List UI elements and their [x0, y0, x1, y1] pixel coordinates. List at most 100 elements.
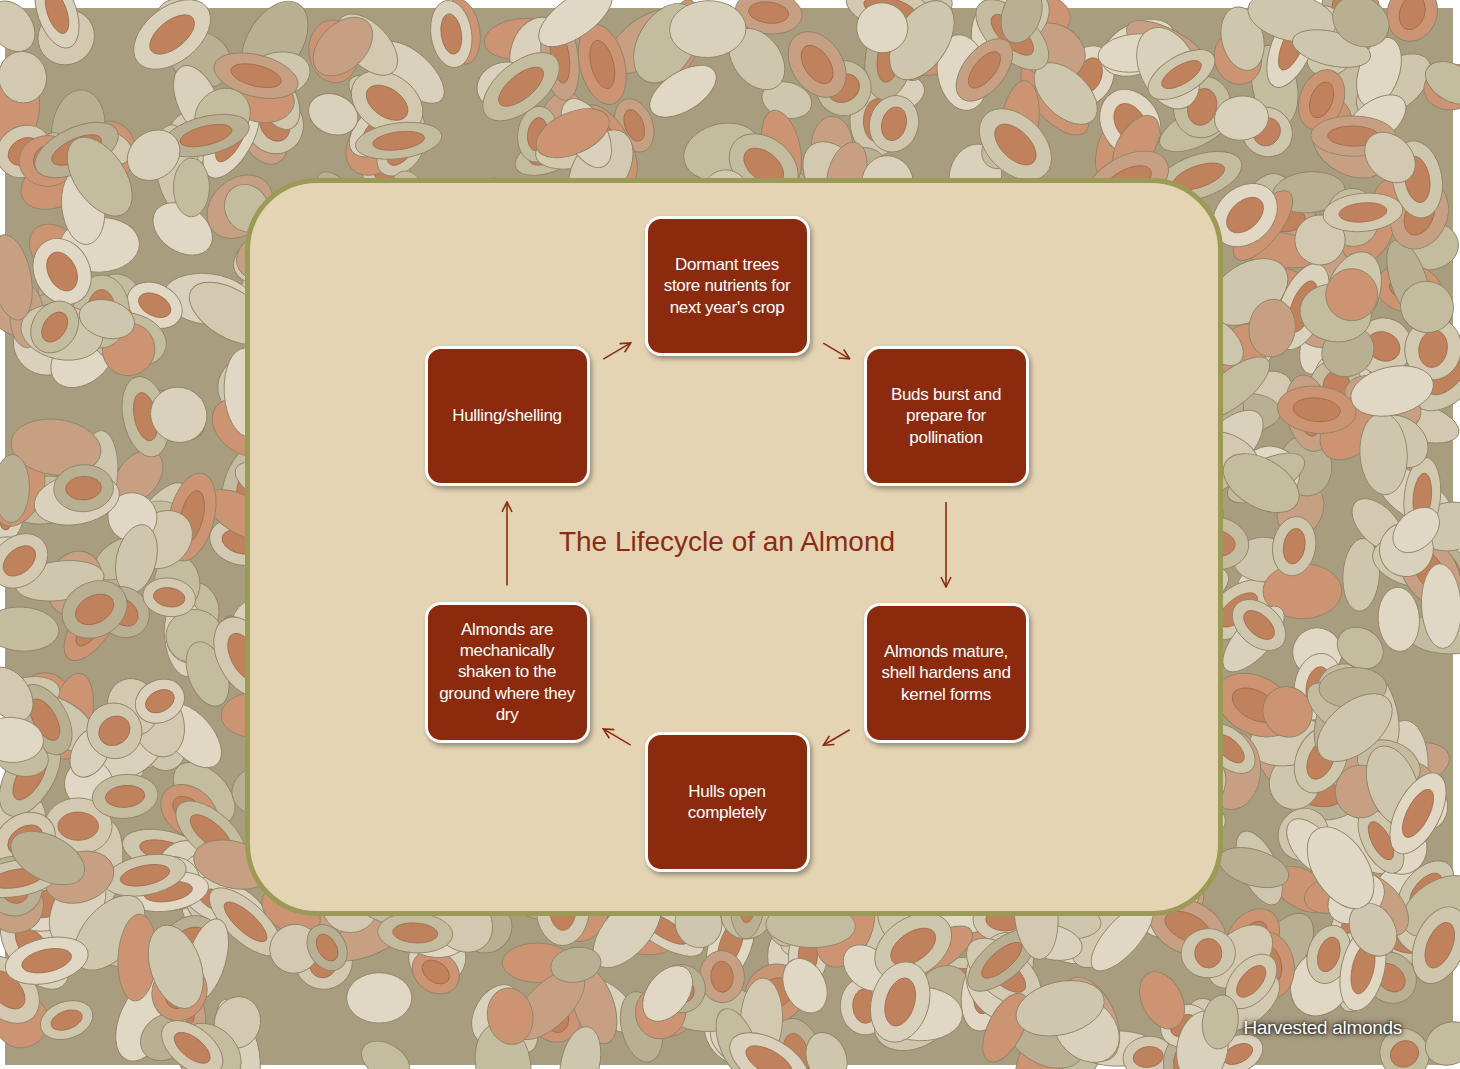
almond-shape [1321, 190, 1404, 235]
almond-shape [1010, 972, 1110, 1045]
almond-shape [861, 955, 939, 1050]
almond-hull [863, 90, 925, 158]
almond-shape [1358, 411, 1410, 496]
almond-shape [1393, 274, 1460, 341]
almond-shell [1305, 79, 1338, 122]
almond-hull [52, 570, 137, 649]
almond-hull [0, 231, 39, 324]
almond-shell [1292, 396, 1341, 424]
almond-shell [1220, 190, 1270, 239]
almond-shape [302, 86, 364, 142]
almond-hull [774, 951, 836, 1020]
almond-shell [1158, 55, 1206, 94]
almond-hull [353, 118, 444, 164]
almond-shell [1194, 938, 1222, 969]
almond-shape [698, 949, 746, 1004]
almond-shell [372, 129, 426, 153]
almond-hull [529, 0, 622, 58]
almond-shape [0, 47, 52, 108]
almond-hull [1, 930, 93, 992]
almond-shell [878, 104, 911, 143]
almond-hull [426, 0, 476, 70]
almond-shape [128, 671, 193, 732]
almond-shape [554, 1023, 608, 1069]
almond-hull [1418, 53, 1460, 113]
almond-shell [1386, 1036, 1424, 1069]
almond-shape [1180, 928, 1236, 979]
almond-shape [0, 716, 45, 765]
almond-shape [776, 21, 858, 109]
almond-hull [1420, 563, 1460, 649]
almond-shell [418, 955, 454, 989]
almond-shell [118, 861, 171, 890]
almond-hull [641, 55, 725, 128]
almond-hull [1358, 411, 1410, 496]
almond-shell [1396, 785, 1440, 842]
almond-hull [1140, 40, 1223, 110]
almond-shape [377, 911, 454, 955]
almond-shape [21, 292, 89, 362]
almond-hull [1213, 441, 1309, 524]
almond-hull [1293, 815, 1387, 920]
almond-shell [1238, 605, 1279, 645]
almond-hull [720, 1021, 818, 1069]
almond-shape [863, 90, 925, 158]
almond-shell [152, 585, 186, 609]
almond-shape [0, 605, 60, 653]
almond-shape [1140, 40, 1223, 110]
almond-shell [41, 247, 84, 296]
almond-shell [1416, 328, 1451, 370]
almond-shell [1338, 201, 1387, 224]
almond-shell [795, 40, 840, 90]
almond-hull [799, 1027, 854, 1069]
almond-hull [861, 955, 939, 1050]
almond-shape [1293, 815, 1387, 920]
almond-shape [90, 772, 159, 821]
almond-shell [585, 38, 619, 91]
almond-shell [1231, 960, 1271, 1002]
almond-hull [173, 158, 209, 217]
almond-shell [36, 307, 73, 347]
almond-hull [1321, 190, 1404, 235]
almond-shape [0, 231, 39, 324]
almond-shell [20, 944, 74, 977]
almond-hull [554, 1023, 608, 1069]
almond-hull [140, 574, 198, 620]
almond-hull [0, 47, 52, 108]
almond-shell [1132, 1045, 1165, 1069]
almond-hull [35, 994, 98, 1046]
almond-shape [632, 956, 702, 1031]
almond-shell [1281, 527, 1308, 566]
almond-hull [354, 1033, 416, 1069]
almond-shell [987, 117, 1043, 173]
almond-shell [178, 120, 234, 151]
almond-hull [1010, 972, 1110, 1045]
almond-shape [1384, 498, 1448, 561]
almond-hull [347, 973, 412, 1023]
almond-hull [302, 86, 364, 142]
almond-hull [52, 463, 114, 514]
almond-hull [128, 671, 193, 732]
almond-shape [1420, 563, 1460, 649]
almond-shape [483, 984, 537, 1048]
almond-shell [747, 0, 789, 26]
almond-shell [104, 784, 145, 809]
almond-shape [426, 0, 476, 70]
almond-hull [548, 943, 604, 986]
almond-shape [353, 118, 444, 164]
almond-hull [1378, 764, 1457, 862]
almond-shape [852, 0, 913, 58]
almond-shell [976, 937, 1027, 984]
almond-shell [40, 0, 73, 36]
photo-ground [5, 8, 1453, 1065]
almond-shape [140, 574, 198, 620]
almond-hull [483, 984, 537, 1048]
almond-shell [710, 960, 735, 993]
almond-shell [392, 922, 438, 945]
almond-hull [1418, 1014, 1460, 1069]
almond-shell [228, 59, 283, 92]
almond-shell [1313, 934, 1344, 974]
almond-hull [21, 292, 89, 362]
almond-hull [1214, 840, 1294, 895]
